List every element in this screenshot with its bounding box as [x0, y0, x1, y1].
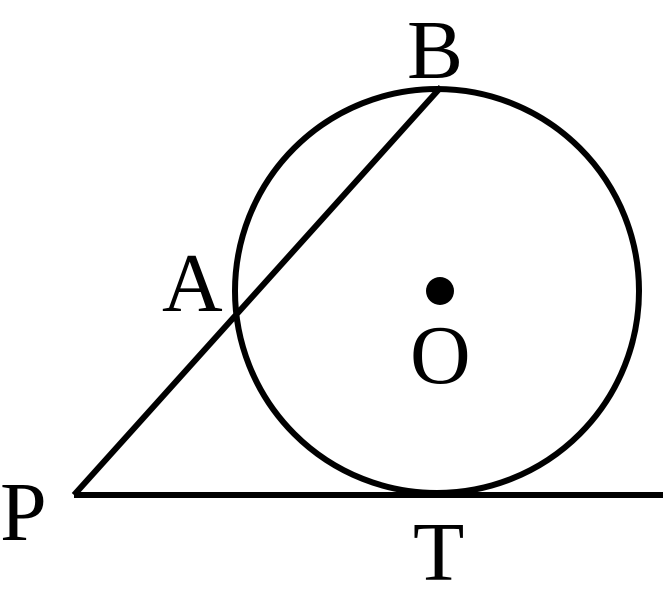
label-point-a: A — [162, 237, 223, 330]
label-point-b: B — [407, 4, 463, 97]
label-point-o: O — [410, 309, 471, 402]
label-point-p: P — [0, 466, 47, 559]
label-point-t: T — [413, 506, 464, 599]
center-point-o — [426, 277, 454, 305]
secant-line-pb — [71, 84, 444, 498]
